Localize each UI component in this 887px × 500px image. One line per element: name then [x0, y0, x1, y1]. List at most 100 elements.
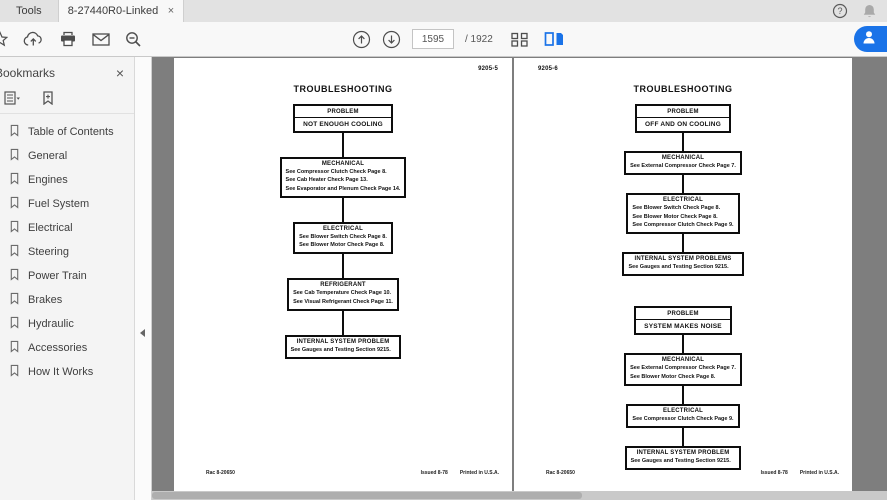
problem-box-header: PROBLEM [636, 308, 730, 321]
footer-doc-number: Rac 8-20650 [206, 470, 235, 476]
step-box-internal-system-problems: INTERNAL SYSTEM PROBLEMS See Gauges and T… [622, 252, 744, 277]
bookmark-icon [9, 364, 20, 380]
sidebar-item-label: General [28, 150, 68, 162]
tab-tools-label: Tools [16, 5, 42, 17]
step-box-line: See Compressor Clutch Check Page 9. [632, 415, 734, 422]
notifications-icon[interactable] [862, 3, 877, 19]
page-display-icon[interactable] [510, 32, 529, 47]
tab-tools[interactable]: Tools [0, 0, 58, 22]
step-box-header: INTERNAL SYSTEM PROBLEMS [634, 256, 732, 262]
cloud-upload-icon[interactable] [23, 31, 44, 47]
tab-document-label: 8-27440R0-Linked ... [67, 5, 160, 17]
footer-right: Issued 8-78 Printed in U.S.A. [421, 470, 499, 476]
sidebar-item-label: Hydraulic [28, 318, 74, 330]
flow-connector [682, 428, 684, 446]
sidebar-item-label: Steering [28, 246, 69, 258]
sidebar-item-label: Fuel System [28, 198, 90, 210]
problem-box: PROBLEM OFF AND ON COOLING [635, 104, 731, 133]
sidebar-item-brakes[interactable]: Brakes [0, 288, 134, 312]
new-bookmark-icon[interactable] [41, 91, 55, 105]
flow-connector [682, 175, 684, 194]
step-box-line: See External Compressor Check Page 7. [630, 365, 736, 372]
footer-issued: Issued 8-78 [420, 470, 448, 476]
collapse-panel-icon[interactable] [139, 325, 146, 343]
footer-printed: Printed in U.S.A. [459, 470, 499, 476]
step-box-line: See Evaporator and Plenum Check Page 14. [285, 185, 401, 192]
panel-gutter [135, 57, 152, 500]
page-reference-number: 9205-5 [478, 66, 498, 72]
sidebar-item-accessories[interactable]: Accessories [0, 336, 134, 360]
help-icon[interactable]: ? [832, 3, 848, 19]
page-title: TROUBLESHOOTING [293, 84, 393, 94]
horizontal-scrollbar-thumb[interactable] [152, 492, 582, 499]
bookmark-icon [9, 244, 20, 260]
page-title: TROUBLESHOOTING [633, 84, 733, 94]
step-box-header: MECHANICAL [661, 155, 705, 161]
sidebar-item-engines[interactable]: Engines [0, 168, 134, 192]
step-box-line: See Cab Heater Check Page 13. [285, 177, 368, 184]
problem-box-header: PROBLEM [637, 106, 729, 118]
step-box-header: ELECTRICAL [663, 407, 703, 414]
print-icon[interactable] [59, 31, 77, 47]
sidebar-item-hydraulic[interactable]: Hydraulic [0, 312, 134, 336]
problem-box-title: OFF AND ON COOLING [645, 121, 721, 128]
step-box-line: See Gauges and Testing Section 9215. [628, 264, 729, 270]
page-number-input[interactable] [412, 29, 454, 49]
svg-text:?: ? [837, 6, 842, 16]
step-box-mechanical: MECHANICAL See External Compressor Check … [624, 151, 742, 176]
flow-connector [682, 385, 684, 404]
sidebar-item-power-train[interactable]: Power Train [0, 264, 134, 288]
sidebar-item-label: Electrical [28, 222, 73, 234]
bookmark-icon [9, 292, 20, 308]
step-box-line: See External Compressor Check Page 7. [630, 163, 736, 169]
sidebar-item-label: Power Train [28, 270, 87, 282]
tab-document[interactable]: 8-27440R0-Linked ... × [57, 0, 185, 22]
sidebar-item-fuel-system[interactable]: Fuel System [0, 192, 134, 216]
footer-doc-number: Rac 8-20650 [546, 470, 575, 476]
account-button[interactable] [854, 26, 887, 52]
horizontal-scrollbar[interactable] [152, 491, 887, 500]
previous-page-icon[interactable] [352, 30, 371, 49]
footer-issued: Issued 8-78 [760, 470, 788, 476]
step-box-header: INTERNAL SYSTEM PROBLEM [296, 338, 390, 345]
account-icon [861, 29, 877, 50]
problem-box-title: SYSTEM MAKES NOISE [644, 323, 722, 331]
next-page-icon[interactable] [382, 30, 401, 49]
flow-connector [682, 234, 684, 252]
step-box-line: See Compressor Clutch Check Page 9. [632, 221, 734, 228]
two-page-view-icon[interactable] [544, 31, 565, 47]
sidebar-item-label: Accessories [28, 342, 88, 354]
page-reference-number: 9205-6 [538, 66, 558, 72]
toolbar: / 1922 [0, 22, 887, 57]
close-icon[interactable]: × [115, 65, 124, 81]
bookmark-options-icon[interactable] [4, 91, 21, 105]
close-icon[interactable]: × [167, 4, 175, 17]
sidebar-item-steering[interactable]: Steering [0, 240, 134, 264]
sidebar-item-table-of-contents[interactable]: Table of Contents [0, 120, 134, 144]
sidebar-item-general[interactable]: General [0, 144, 134, 168]
step-box-line: See Compressor Clutch Check Page 8. [285, 169, 387, 175]
email-icon[interactable] [92, 32, 110, 46]
sidebar-item-electrical[interactable]: Electrical [0, 216, 134, 240]
flow-connector [682, 133, 684, 151]
step-box-header: ELECTRICAL [663, 197, 703, 204]
star-icon[interactable] [0, 31, 8, 47]
flow-connector [342, 310, 344, 335]
sidebar-item-how-it-works[interactable]: How It Works [0, 360, 134, 384]
step-box-line: See Gauges and Testing Section 9215. [630, 458, 731, 464]
zoom-out-icon[interactable] [125, 31, 142, 48]
step-box-line: See Blower Switch Check Page 8. [299, 233, 387, 240]
step-box-header: ELECTRICAL [322, 225, 363, 232]
